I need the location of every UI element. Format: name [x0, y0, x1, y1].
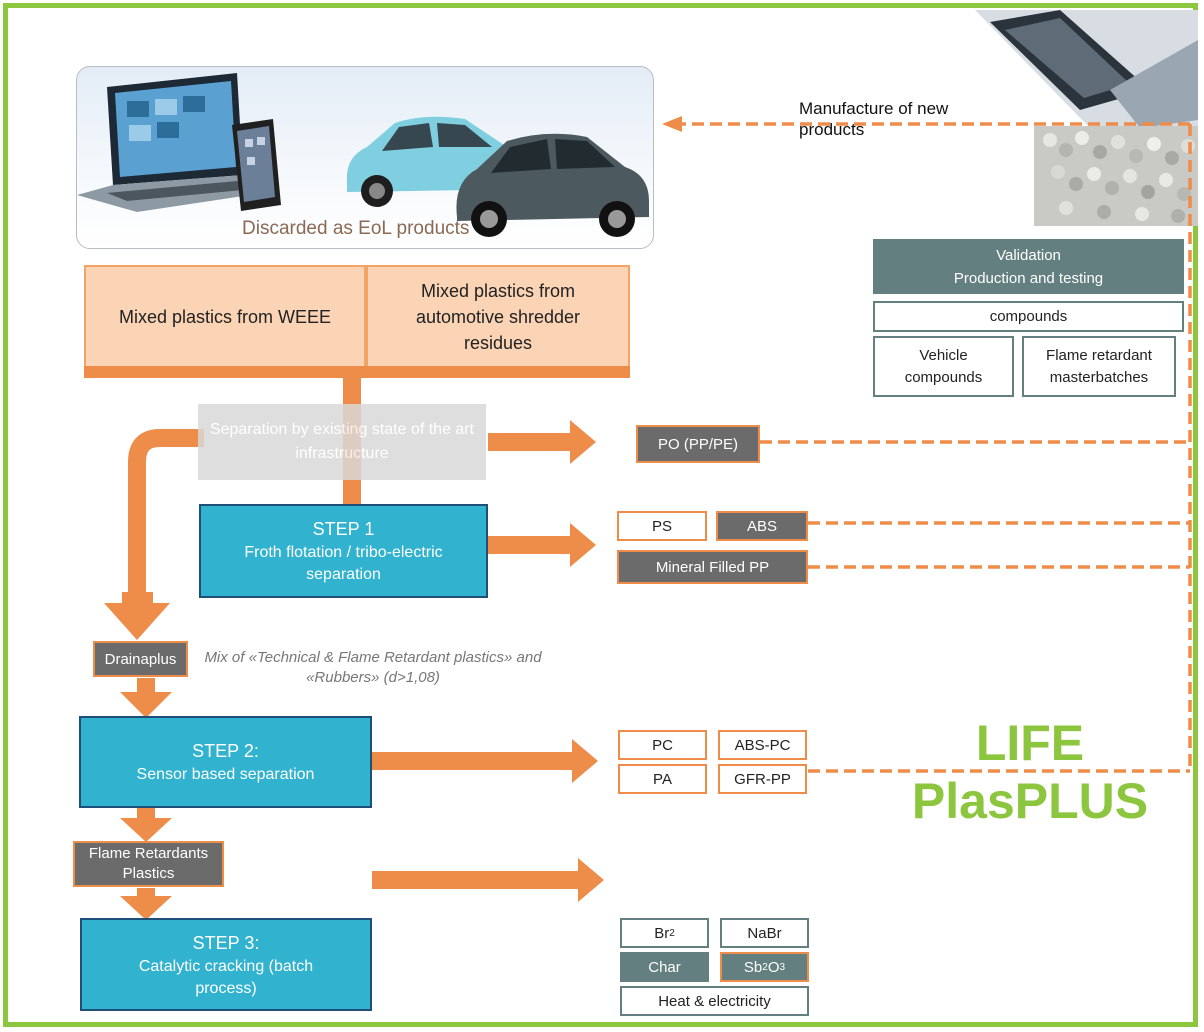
step1-title: STEP 1: [312, 519, 375, 539]
vehicle-compounds-box: Vehicle compounds: [873, 336, 1014, 397]
validation-header: Validation Production and testing: [873, 239, 1184, 294]
source-merge-bar: [84, 366, 630, 378]
drainaplus-note: Mix of «Technical & Flame Retardant plas…: [204, 649, 542, 686]
project-title: LIFE PlasPLUS: [870, 714, 1190, 834]
compounds-box: compounds: [873, 301, 1184, 332]
step1-box: STEP 1 Froth flotation / tribo-electric …: [199, 504, 488, 598]
step1-desc: Froth flotation / tribo-electric separat…: [244, 544, 443, 583]
source-asr: Mixed plastics from automotive shredder …: [366, 265, 630, 368]
step2-box: STEP 2: Sensor based separation: [79, 716, 372, 808]
laptop-icon: [77, 73, 277, 212]
eol-products-panel: [76, 66, 654, 249]
project-title-line1: LIFE: [975, 715, 1085, 771]
source-weee: Mixed plastics from WEEE: [84, 265, 366, 368]
flame-retardants-tag: Flame Retardants Plastics: [73, 841, 224, 887]
output-char: Char: [620, 952, 709, 982]
o-subscript: 3: [779, 961, 786, 973]
step3-title: STEP 3:: [192, 932, 260, 953]
step3-desc: Catalytic cracking (batch process): [138, 957, 314, 997]
o-text: O: [767, 958, 780, 976]
step2-title: STEP 2:: [192, 741, 259, 761]
sb-text: Sb: [743, 958, 763, 976]
output-heat-electricity: Heat & electricity: [620, 986, 809, 1016]
eol-caption: Discarded as EoL products: [242, 218, 470, 239]
output-abs-pc: ABS-PC: [718, 730, 807, 760]
step3-box: STEP 3: Catalytic cracking (batch proces…: [80, 918, 372, 1011]
flame-masterbatches-box: Flame retardant masterbatches: [1022, 336, 1176, 397]
output-nabr: NaBr: [720, 918, 809, 948]
smartphone-icon: [232, 119, 281, 211]
output-mineral-filled-pp: Mineral Filled PP: [617, 550, 808, 584]
dark-car-icon: [456, 133, 649, 237]
existing-separation-box: Separation by existing state of the art …: [198, 404, 486, 480]
sb-subscript: 2: [762, 961, 768, 973]
validation-title-2: Production and testing: [953, 269, 1104, 287]
project-title-line2: PlasPLUS: [911, 773, 1149, 829]
validation-title-1: Validation: [996, 246, 1061, 264]
diagram-frame: [3, 3, 1198, 1027]
manufacture-label: Manufacture of new products: [799, 99, 949, 139]
br2-text: Br: [654, 924, 670, 942]
output-ps: PS: [617, 511, 707, 541]
eol-products-illustration: [77, 73, 649, 237]
output-po: PO (PP/PE): [636, 425, 760, 463]
output-pa: PA: [618, 764, 707, 794]
output-pc: PC: [618, 730, 707, 760]
drainaplus-tag: Drainaplus: [93, 641, 188, 677]
br2-subscript: 2: [669, 927, 675, 939]
output-abs: ABS: [716, 511, 808, 541]
output-gfr-pp: GFR-PP: [718, 764, 807, 794]
step2-desc: Sensor based separation: [136, 766, 315, 783]
